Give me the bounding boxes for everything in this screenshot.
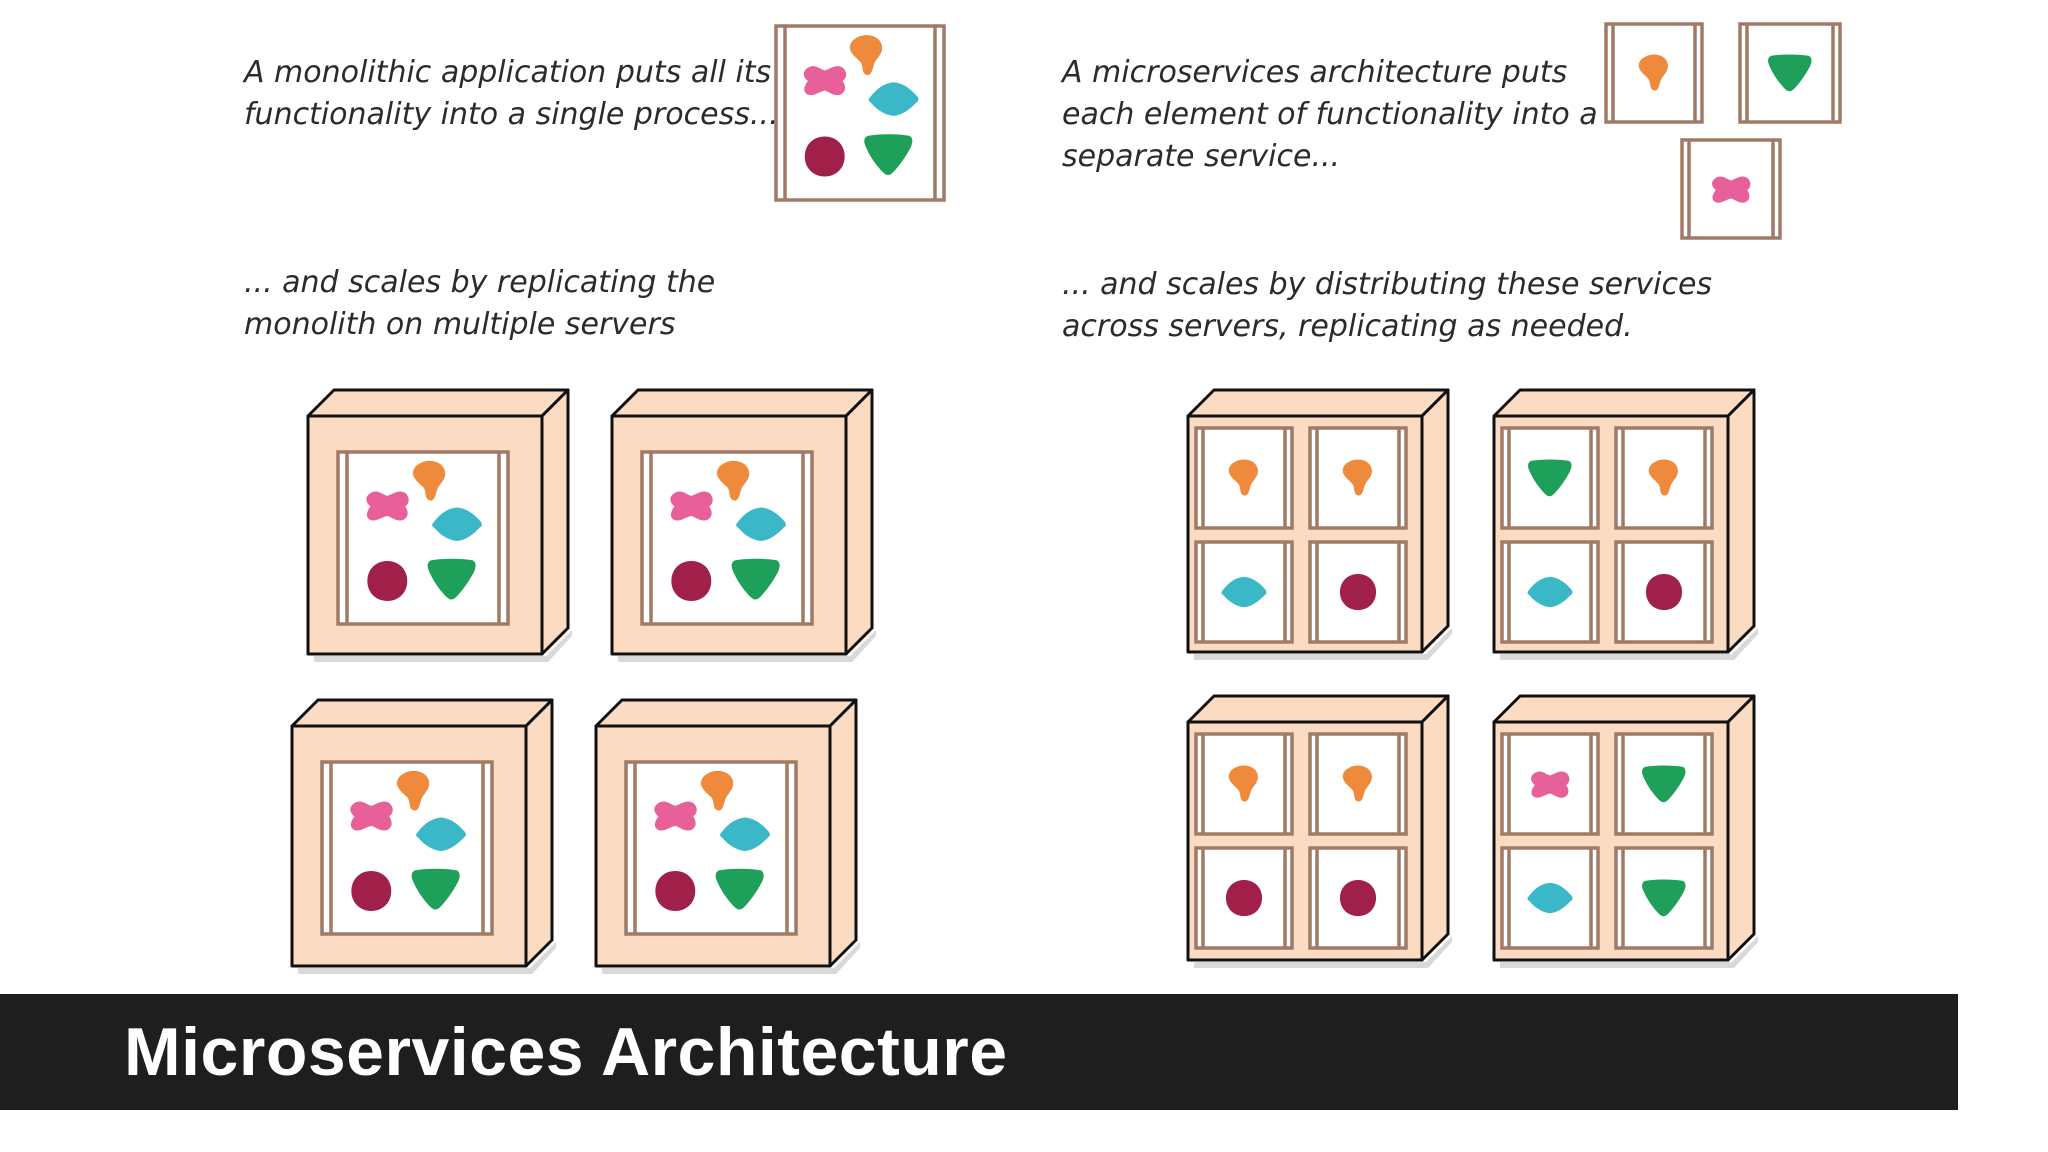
server-shadow bbox=[1194, 936, 1452, 968]
service-instance-green bbox=[1614, 846, 1714, 950]
micro-intro-line-2: each element of functionality into a bbox=[1062, 97, 1598, 132]
server-top-face bbox=[306, 388, 570, 418]
server-shadow bbox=[602, 942, 860, 974]
server-shadow bbox=[618, 630, 876, 662]
server-side-face bbox=[828, 698, 858, 968]
server-side-face bbox=[1420, 694, 1450, 962]
server-shadow bbox=[1500, 628, 1758, 660]
title-banner: Microservices Architecture bbox=[0, 994, 1958, 1110]
server-side-face bbox=[540, 388, 570, 656]
service-instance-teal bbox=[1500, 540, 1600, 644]
server-top-face bbox=[290, 698, 554, 728]
service-instance-teal bbox=[1194, 540, 1294, 644]
server-top-face bbox=[1186, 694, 1450, 724]
server-shadow bbox=[1194, 628, 1452, 660]
micro-intro-caption: A microservices architecture puts each e… bbox=[1062, 52, 1598, 178]
maroon-function-shape bbox=[1225, 879, 1263, 917]
monolith-server bbox=[290, 698, 556, 974]
service-instance-maroon bbox=[1194, 846, 1294, 950]
monolith-intro-line-2: functionality into a single process... bbox=[244, 97, 779, 132]
service-instance-maroon bbox=[1308, 540, 1408, 644]
monolith-intro-line-1: A monolithic application puts all its bbox=[244, 55, 772, 90]
server-shadow bbox=[1500, 936, 1758, 968]
microservice-orange bbox=[1604, 22, 1704, 124]
server-shadow bbox=[298, 942, 556, 974]
service-instance-orange bbox=[1614, 426, 1714, 530]
page-title: Microservices Architecture bbox=[124, 1014, 1008, 1090]
service-instance-orange bbox=[1194, 426, 1294, 530]
server-side-face bbox=[524, 698, 554, 968]
monolith-application bbox=[774, 24, 946, 202]
maroon-function-shape bbox=[671, 561, 712, 601]
service-instance-orange bbox=[1194, 732, 1294, 836]
monolith-replica bbox=[624, 760, 798, 936]
server-side-face bbox=[1420, 388, 1450, 654]
service-instance-maroon bbox=[1308, 846, 1408, 950]
microservice-pink bbox=[1680, 138, 1782, 240]
monolith-scale-line-1: ... and scales by replicating the bbox=[244, 265, 716, 300]
monolith-replica bbox=[320, 760, 494, 936]
maroon-function-shape bbox=[351, 871, 392, 911]
microservice-server bbox=[1492, 694, 1758, 968]
server-shadow bbox=[314, 630, 572, 662]
service-instance-green bbox=[1500, 426, 1600, 530]
service-instance-orange bbox=[1308, 426, 1408, 530]
service-instance-maroon bbox=[1614, 540, 1714, 644]
micro-intro-line-1: A microservices architecture puts bbox=[1062, 55, 1568, 90]
maroon-function-shape bbox=[1339, 573, 1377, 611]
maroon-function-shape bbox=[655, 871, 696, 911]
micro-scale-line-1: ... and scales by distributing these ser… bbox=[1062, 267, 1713, 302]
service-instance-green bbox=[1614, 732, 1714, 836]
server-top-face bbox=[1492, 694, 1756, 724]
maroon-function-shape bbox=[1645, 573, 1683, 611]
service-instance-pink bbox=[1500, 732, 1600, 836]
micro-intro-line-3: separate service... bbox=[1062, 139, 1341, 174]
microservice-server bbox=[1186, 694, 1452, 968]
monolith-server bbox=[306, 388, 572, 662]
maroon-function-shape bbox=[1339, 879, 1377, 917]
monolith-scale-line-2: monolith on multiple servers bbox=[244, 307, 676, 342]
micro-scale-caption: ... and scales by distributing these ser… bbox=[1062, 264, 1712, 348]
monolith-server bbox=[594, 698, 860, 974]
server-top-face bbox=[594, 698, 858, 728]
server-top-face bbox=[610, 388, 874, 418]
monolith-scale-caption: ... and scales by replicating the monoli… bbox=[244, 262, 715, 346]
monolith-server bbox=[610, 388, 876, 662]
server-side-face bbox=[844, 388, 874, 656]
server-top-face bbox=[1492, 388, 1756, 418]
frame-outer bbox=[624, 760, 798, 936]
micro-scale-line-2: across servers, replicating as needed. bbox=[1062, 309, 1633, 344]
service-instance-orange bbox=[1308, 732, 1408, 836]
maroon-function-shape bbox=[367, 561, 408, 601]
architecture-diagram bbox=[290, 22, 1842, 974]
maroon-function-shape bbox=[804, 136, 845, 177]
monolith-replica bbox=[336, 450, 510, 626]
service-instance-teal bbox=[1500, 846, 1600, 950]
server-top-face bbox=[1186, 388, 1450, 418]
microservice-server bbox=[1492, 388, 1758, 660]
monolith-replica bbox=[640, 450, 814, 626]
monolith-intro-caption: A monolithic application puts all its fu… bbox=[244, 52, 778, 136]
microservice-server bbox=[1186, 388, 1452, 660]
server-side-face bbox=[1726, 388, 1756, 654]
microservice-green bbox=[1738, 22, 1842, 124]
server-side-face bbox=[1726, 694, 1756, 962]
